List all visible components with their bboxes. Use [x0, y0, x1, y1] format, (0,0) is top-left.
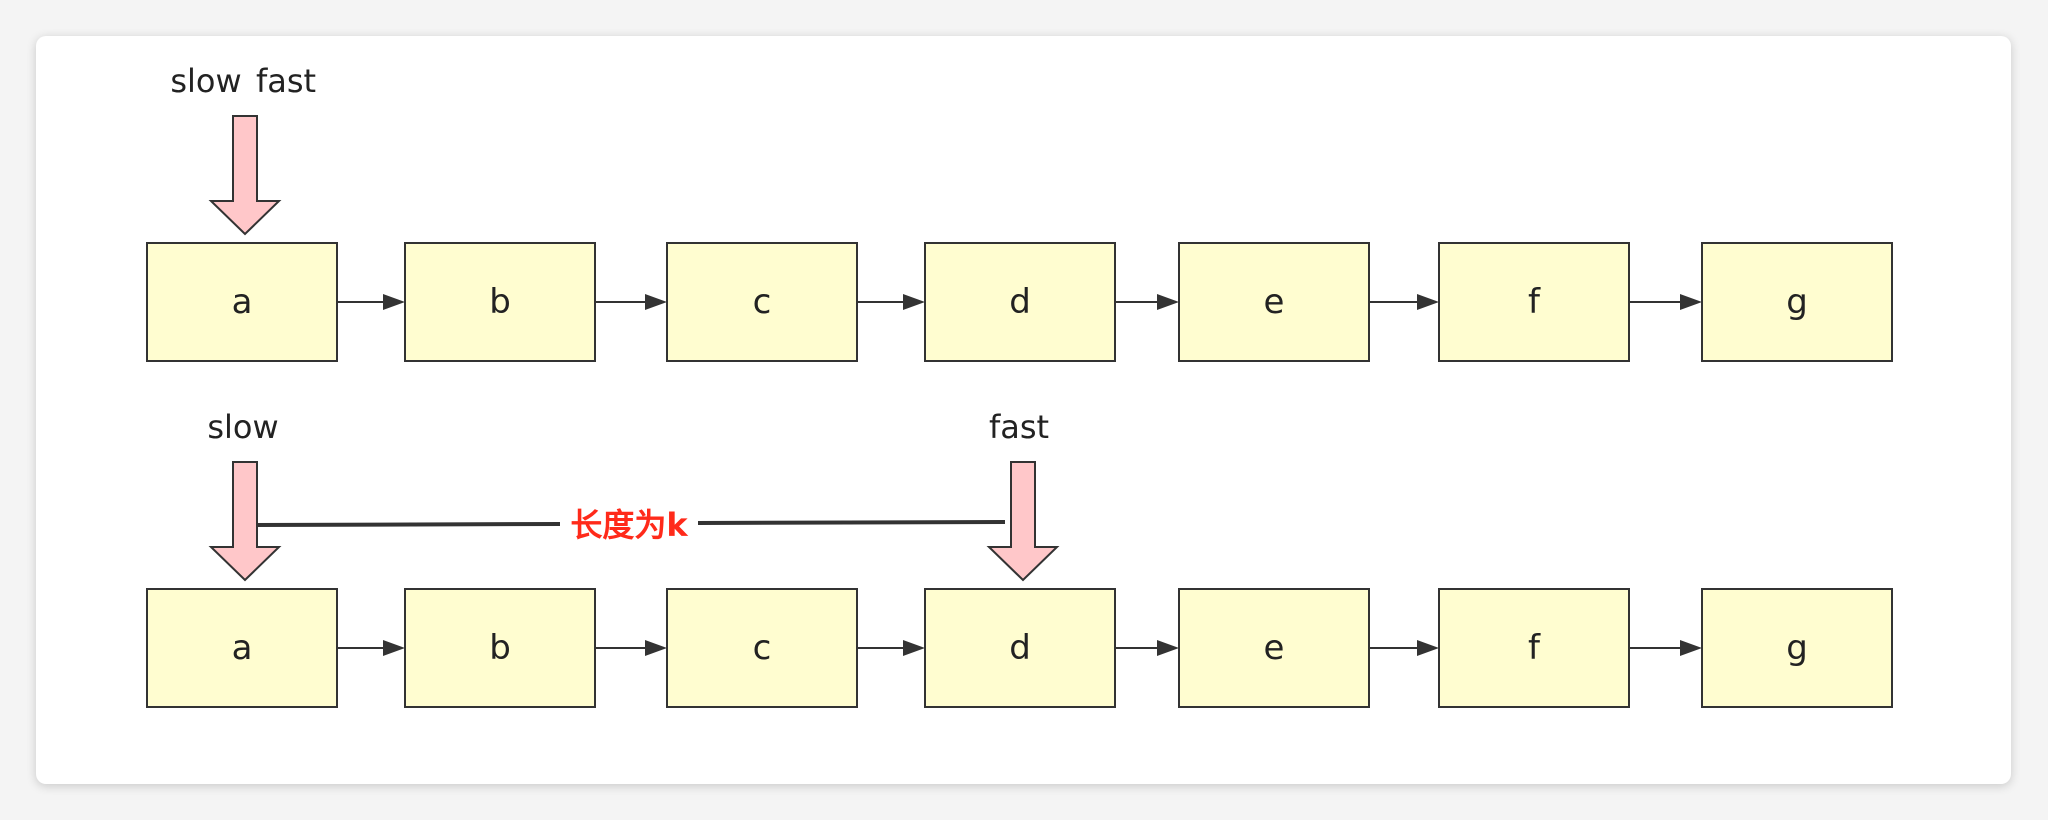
row2-link-arrowhead-3 [903, 640, 925, 656]
row2-node-b-label: b [489, 628, 511, 668]
row1-node-f-label: f [1528, 282, 1541, 322]
row1-fast-label: fast [256, 62, 316, 100]
row1-node-b-box [404, 242, 596, 362]
row2-node-f-label: f [1528, 628, 1541, 668]
row2-node-f-box [1438, 588, 1630, 708]
row1-link-arrowhead-4 [1157, 294, 1179, 310]
row1-link-arrowhead-3 [903, 294, 925, 310]
row2-pointer-arrow-2 [986, 461, 1060, 582]
row2-link-arrowhead-2 [645, 640, 667, 656]
span-length-label: 长度为k [570, 506, 688, 544]
row2-node-c-label: c [753, 628, 772, 668]
row1-node-g-box [1701, 242, 1893, 362]
row1-node-b-label: b [489, 282, 511, 322]
row2-node-d-label: d [1009, 628, 1031, 668]
row1-node-e-box [1178, 242, 1370, 362]
row2-link-arrowhead-5 [1417, 640, 1439, 656]
row2-fast-label: fast [989, 408, 1049, 446]
span-line-left [254, 522, 561, 527]
row2-node-e-label: e [1264, 628, 1285, 668]
row1-node-a-label: a [232, 282, 253, 322]
row2-node-a-box [146, 588, 338, 708]
row2-node-b-box [404, 588, 596, 708]
row1-node-g-label: g [1786, 282, 1808, 322]
row1-link-arrowhead-1 [383, 294, 405, 310]
row1-node-f-box [1438, 242, 1630, 362]
row2-link-arrowhead-4 [1157, 640, 1179, 656]
row2-node-e-box [1178, 588, 1370, 708]
row1-link-arrowhead-6 [1680, 294, 1702, 310]
row2-node-g-label: g [1786, 628, 1808, 668]
row1-pointer-arrow-1 [208, 115, 282, 236]
row1-node-c-label: c [753, 282, 772, 322]
row2-node-a-label: a [232, 628, 253, 668]
row2-pointer-arrow-1 [208, 461, 282, 582]
span-line-right [697, 520, 1006, 525]
row2-link-arrowhead-6 [1680, 640, 1702, 656]
row2-node-g-box [1701, 588, 1893, 708]
row1-node-a-box [146, 242, 338, 362]
row1-linked-list: a b c d e f g [146, 115, 1893, 362]
row2-node-c-box [666, 588, 858, 708]
row1-node-e-label: e [1264, 282, 1285, 322]
row1-node-c-box [666, 242, 858, 362]
row2-linked-list: a b c d e f g [146, 461, 1893, 708]
row1-slow-label: slow [170, 62, 241, 100]
row2-link-arrowhead-1 [383, 640, 405, 656]
row2-node-d-box [924, 588, 1116, 708]
row1-link-arrowhead-5 [1417, 294, 1439, 310]
row1-node-d-box [924, 242, 1116, 362]
row1-link-arrowhead-2 [645, 294, 667, 310]
row1-node-d-label: d [1009, 282, 1031, 322]
row2-slow-label: slow [207, 408, 278, 446]
